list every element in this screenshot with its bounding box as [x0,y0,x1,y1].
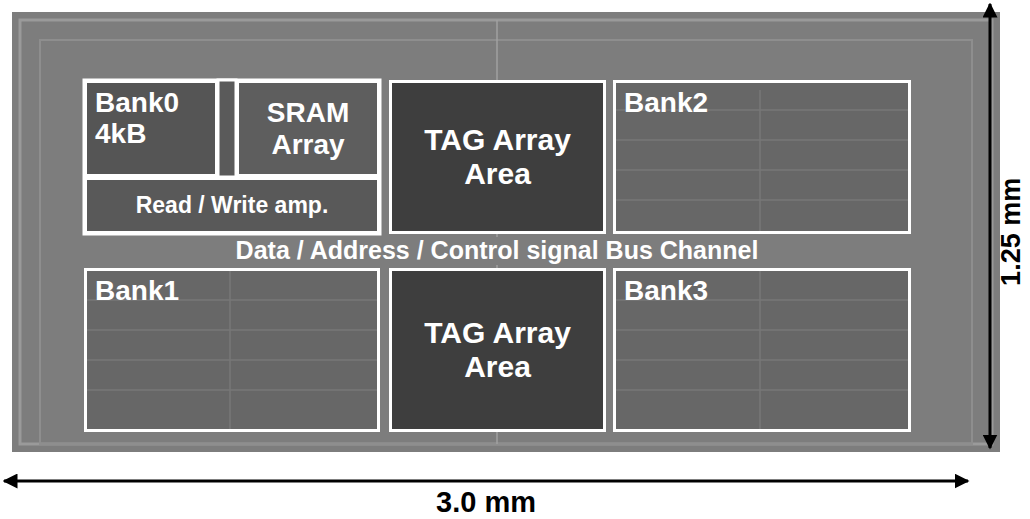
die-background [12,12,1000,452]
block-label: TAG Array Area [400,123,595,190]
die-ring [20,20,992,444]
block-label: Read / Write amp. [136,193,329,219]
block-label: Bank1 [95,275,179,306]
memory-block: Bank1 [84,268,380,432]
block-label: Bank0 4kB [95,87,207,150]
block-label: Bank3 [624,275,708,306]
memory-block: Bank0 4kB [84,80,218,177]
memory-block: Bank3 [613,268,911,432]
memory-block: Bank2 [613,80,911,234]
bus-label: Data / Address / Control signal Bus Chan… [233,237,762,265]
block-label: SRAM Array [247,97,369,160]
tag-array-box: TAG Array Area [389,80,606,234]
block-label: TAG Array Area [400,316,595,383]
dimension-label: 1.25 mm [997,175,1027,289]
dimension-arrow [4,480,968,483]
block-label: Bank2 [624,87,708,118]
die-ring [40,40,972,444]
memory-block: SRAM Array [236,80,380,177]
memory-block: Read / Write amp. [84,177,380,234]
dimension-label: 3.0 mm [433,487,539,519]
decoder-strip [218,80,236,177]
dimension-arrow [989,4,992,448]
bank-outline [84,80,380,234]
tag-array-box: TAG Array Area [389,268,606,432]
